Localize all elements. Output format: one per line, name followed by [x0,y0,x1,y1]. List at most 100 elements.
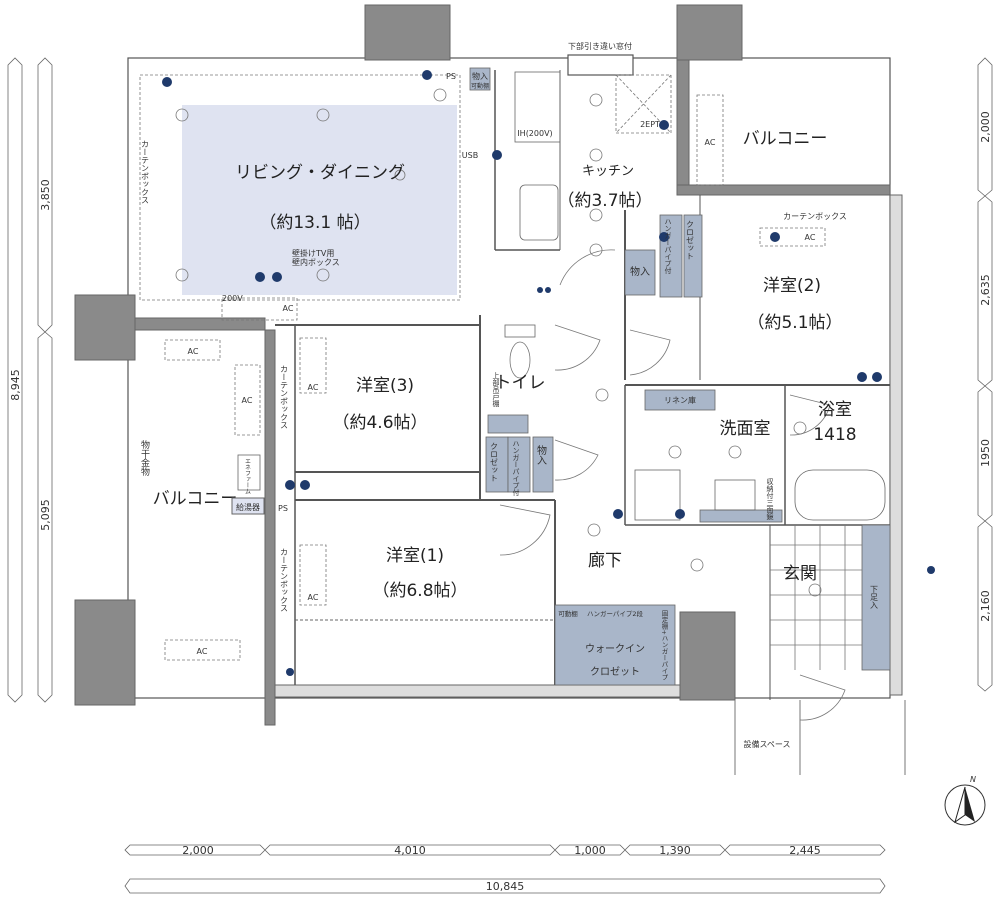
dimension-bar-bottom-total [124,878,886,894]
mirror-label: 収納付三面鏡 [766,478,774,521]
storage-label: 物入 [472,71,488,81]
closet-label-bedroom2: クロゼット [686,220,695,260]
dim-left-upper: 3,850 [39,179,52,211]
walk-in-closet[interactable] [554,604,676,686]
ac-label: AC [705,138,716,147]
wic-label-2: クロゼット [590,666,640,678]
window-label: 下部引き違い窓付 [568,41,632,51]
ac-label: AC [308,593,319,602]
curtain-box-label-living: カーテンボックス [141,140,150,204]
pillar [74,294,136,361]
dim-bottom: 1,390 [659,844,691,857]
dim-bottom: 4,010 [394,844,426,857]
storage[interactable] [469,67,491,91]
storage-kitchen-label: 物入 [630,265,650,278]
curtain-box-label-bedroom1: カーテンボックス [280,548,289,612]
room-name-bedroom3: 洋室(3) [356,376,414,396]
ih-cooktop [514,71,561,143]
dim-bottom-total: 10,845 [486,880,525,893]
ac-label: AC [242,396,253,405]
room-name-entrance: 玄関 [783,564,817,584]
room-name-living: リビング・ダイニング [235,163,405,183]
closet-bedroom2[interactable] [683,214,703,298]
linen-closet[interactable] [644,389,716,411]
north-arrow-icon: N [944,775,986,826]
ept-label: 2EPT [640,120,660,129]
north-label: N [970,775,976,784]
ac-label: AC [188,347,199,356]
pillar [679,611,736,701]
dim-bottom: 1,000 [574,844,606,857]
room-name-balcony-left: バルコニー [153,489,238,509]
ac-label: AC [197,647,208,656]
upper-cabinet-label: 上部吊戸棚 [492,371,500,408]
toilet-bowl [509,341,531,379]
dim-bottom: 2,445 [789,844,821,857]
room-name-washroom: 洗面室 [720,419,771,439]
room-name-toilet: トイレ [495,373,546,393]
dimension-bar-left-outer [7,57,23,703]
room-name-balcony-top: バルコニー [743,129,828,149]
water-heater-label: 給湯器 [236,502,260,512]
dim-left-lower: 5,095 [39,499,52,531]
ac-label: AC [805,233,816,242]
ih-label: IH(200V) [517,129,552,138]
hanger-2-label: ハンガーパイプ2段 [587,609,644,618]
curtain-box-label: カーテンボックス [783,212,847,221]
hanger-pipe-label-2: ハンガーパイプ付 [512,440,520,497]
room-name-bedroom2: 洋室(2) [763,276,821,296]
dim-right: 2,160 [979,590,992,622]
exterior-wall [274,684,681,698]
pillar [364,4,451,61]
fixed-shelf-label: 固定棚+ハンガーパイプ [660,610,668,681]
hanger-pipe-label: ハンガーパイプ付 [664,218,672,275]
dimension-bar-left-upper [37,57,53,333]
curtain-box-label-bedroom3: カーテンボックス [280,365,289,429]
storage-hall-label: 物入 [535,444,547,465]
storage-hall[interactable] [532,436,554,493]
room-size-kitchen: （約3.7帖） [557,191,652,211]
washing-machine [634,469,681,521]
dim-right: 2,635 [979,274,992,306]
dim-left-outer: 8,945 [9,369,22,401]
dim-right: 2,000 [979,111,992,143]
equipment-space-label: 設備スペース [743,739,790,749]
room-size-bathroom: 1418 [813,425,856,445]
bathtub [794,469,886,521]
room-size-bedroom1: （約6.8帖） [372,581,467,601]
shoe-cabinet[interactable] [861,524,891,671]
room-size-living: （約13.1 帖） [259,213,370,233]
tv-box-label-2: 壁内ボックス [292,257,340,267]
window[interactable] [567,54,634,76]
pillar [74,599,136,706]
storage-kitchen[interactable] [624,249,656,296]
dim-bottom: 2,000 [182,844,214,857]
ps-left-label: PS [278,504,288,513]
room-size-bedroom2: （約5.1帖） [747,313,842,333]
linen-label: リネン庫 [664,395,696,405]
shoe-cabinet-label: 下足入 [870,585,879,609]
pillar [676,4,743,61]
usb-label: USB [462,151,478,160]
tv-box-label-1: 壁掛けTV用 [292,248,334,258]
v200-label: 200V [222,294,243,303]
wash-basin [714,479,756,511]
room-name-bedroom1: 洋室(1) [386,546,444,566]
living-floor-area [182,105,457,295]
movable-shelf-wic-label: 可動棚 [558,609,578,618]
dimension-bar-left-lower [37,331,53,703]
ac-label: AC [308,383,319,392]
drying-hardware-label: 物干金物 [139,439,150,477]
room-name-hallway: 廊下 [588,551,622,571]
enefarm-label: エネファーム [244,458,251,494]
movable-shelf-label: 可動棚 [471,82,489,90]
ac-label: AC [283,304,294,313]
dim-right: 1950 [979,439,992,467]
room-name-bathroom: 浴室 [818,400,852,420]
kitchen-sink [519,184,559,241]
ps-label: PS [446,72,456,81]
wic-label-1: ウォークイン [585,643,645,655]
closet-label-bedroom3: クロゼット [490,442,499,482]
room-size-bedroom3: （約4.6帖） [332,413,427,433]
